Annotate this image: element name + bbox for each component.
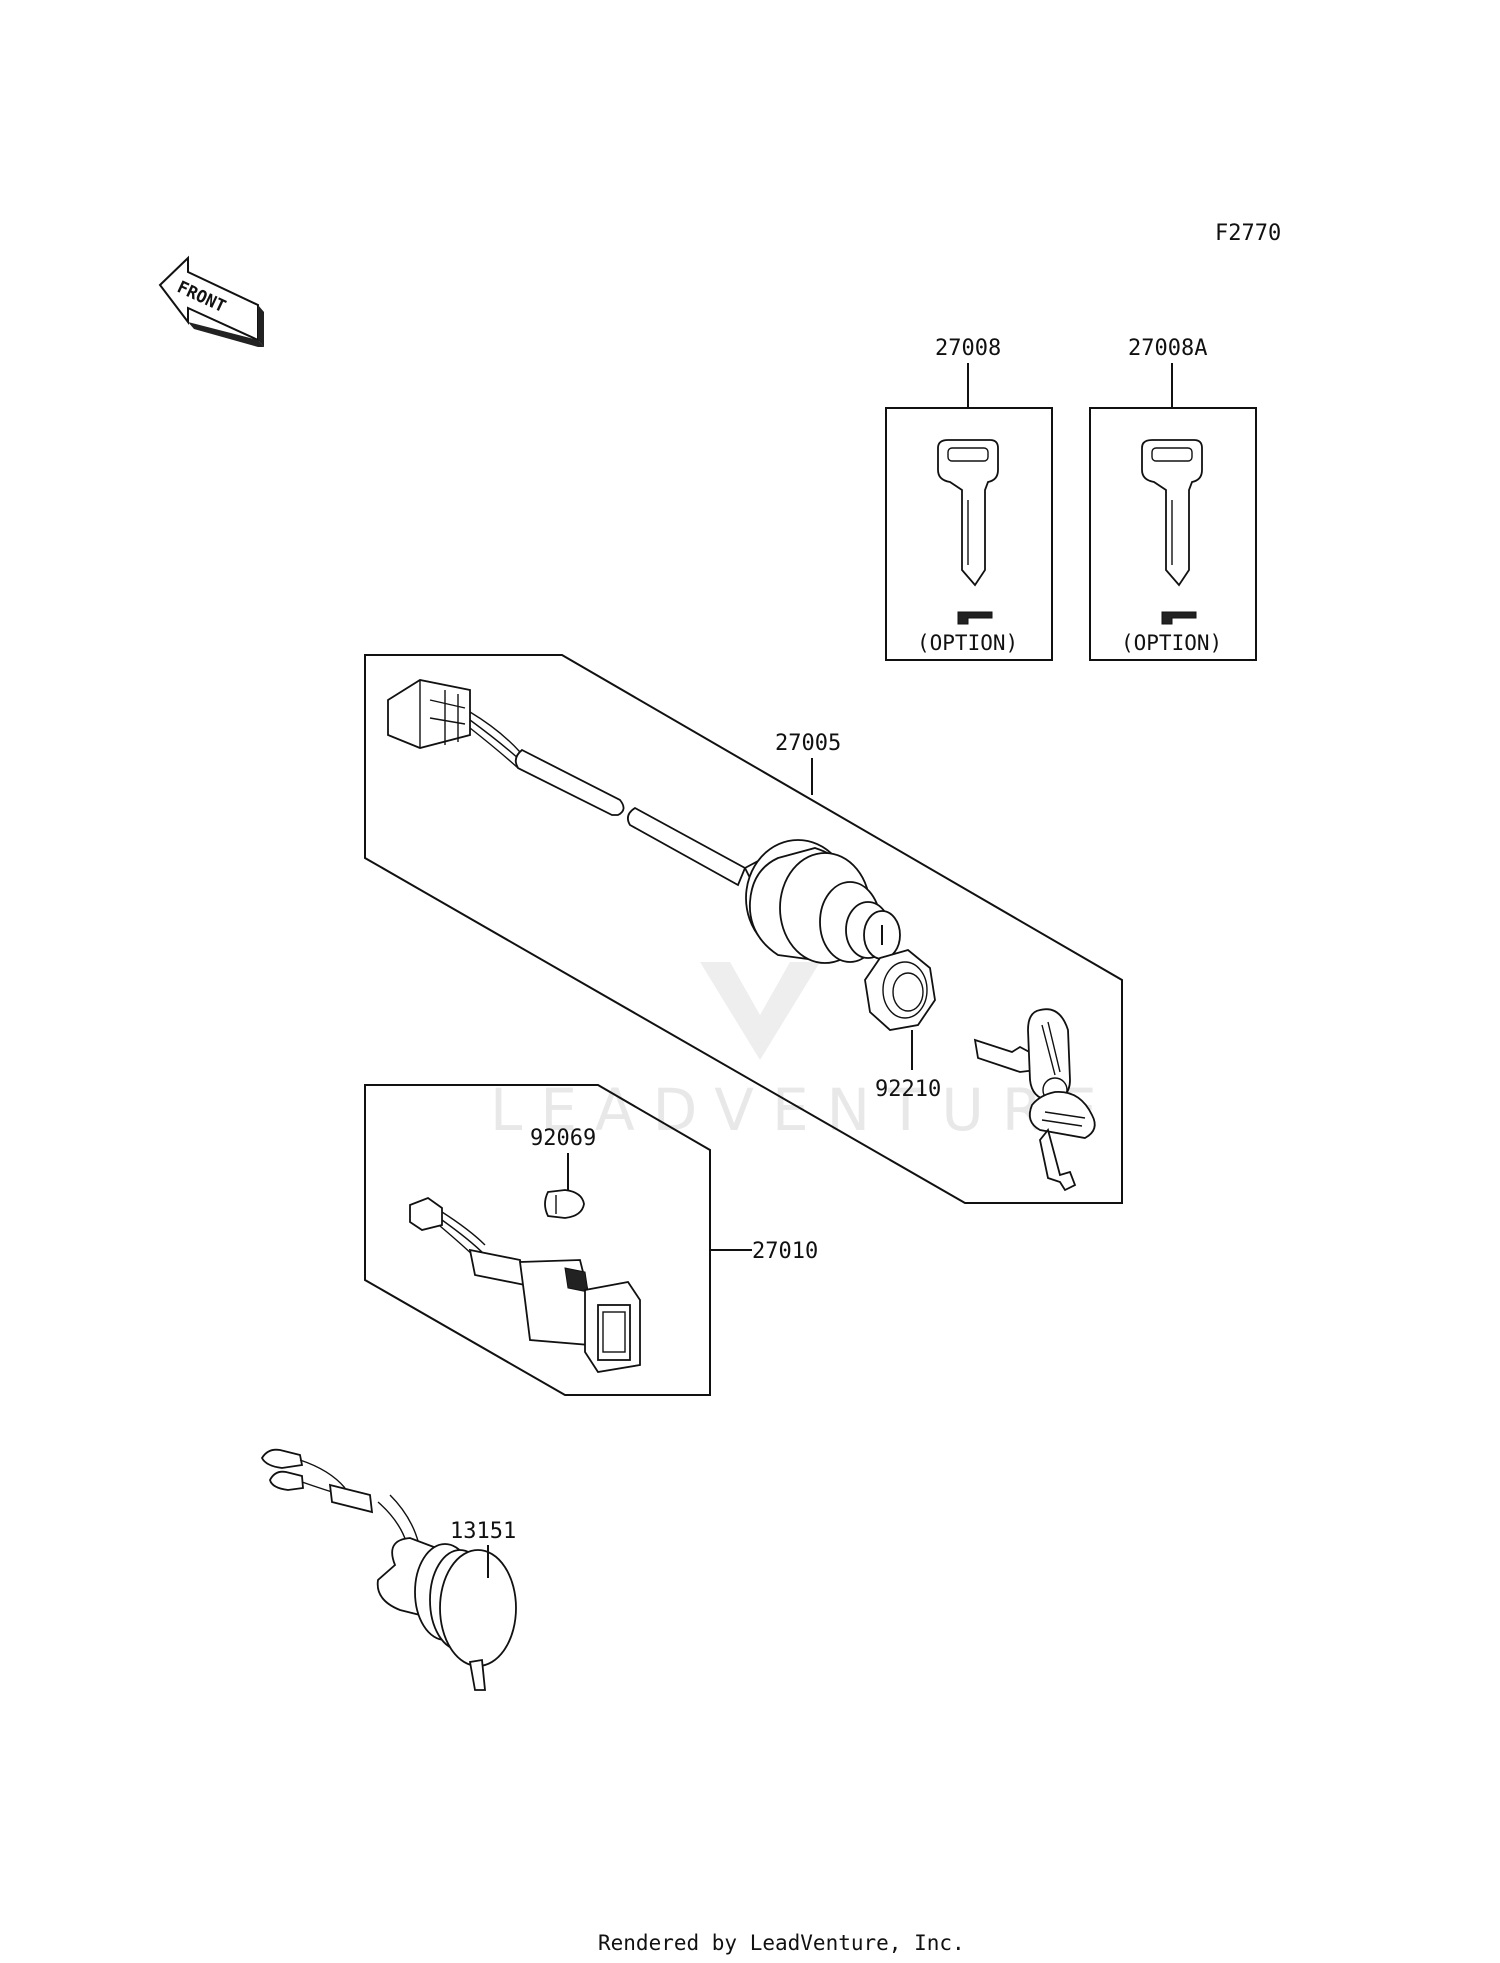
- part-box-27010: [364, 1084, 711, 1396]
- part-13151[interactable]: 13151: [260, 1448, 517, 1691]
- part-label-92069[interactable]: 92069: [530, 1126, 596, 1151]
- part-note-27008: (OPTION): [917, 631, 1018, 655]
- part-27008[interactable]: 27008 (OPTION): [885, 336, 1053, 661]
- connector-icon: [387, 679, 521, 769]
- cable-icon: [514, 748, 772, 890]
- part-92069[interactable]: 92069: [530, 1126, 596, 1219]
- key-icon: [937, 439, 999, 625]
- power-socket-icon: [260, 1448, 517, 1691]
- part-label-92210[interactable]: 92210: [875, 1077, 941, 1102]
- front-arrow-label: FRONT: [174, 277, 229, 317]
- part-box-27005: [364, 654, 1123, 1204]
- part-box-27008a: [1089, 407, 1257, 661]
- figure-code: F2770: [1215, 221, 1281, 246]
- watermark-text: LEADVENTURE: [490, 1076, 1115, 1144]
- part-label-27005[interactable]: 27005: [775, 731, 841, 756]
- part-27010[interactable]: 27010: [364, 1084, 818, 1396]
- part-box-27008: [885, 407, 1053, 661]
- rocker-switch-icon: [409, 1196, 641, 1373]
- key-icon: [1141, 439, 1203, 625]
- part-label-13151[interactable]: 13151: [450, 1519, 516, 1544]
- part-note-27008a: (OPTION): [1121, 631, 1222, 655]
- ignition-switch-icon: [745, 839, 901, 964]
- watermark: LEADVENTURE: [490, 962, 1115, 1144]
- part-label-27010[interactable]: 27010: [752, 1239, 818, 1264]
- footer-credit: Rendered by LeadVenture, Inc.: [598, 1931, 965, 1955]
- part-27005[interactable]: 27005: [364, 654, 1123, 1204]
- part-27008a[interactable]: 27008A (OPTION): [1089, 336, 1257, 661]
- part-label-27008[interactable]: 27008: [935, 336, 1001, 361]
- part-label-27008a[interactable]: 27008A: [1128, 336, 1207, 361]
- nut-icon: [864, 949, 936, 1031]
- part-92210[interactable]: 92210: [864, 949, 941, 1102]
- front-arrow-icon: FRONT: [158, 255, 264, 347]
- bulb-icon: [544, 1189, 585, 1219]
- key-set-icon: [973, 1008, 1096, 1192]
